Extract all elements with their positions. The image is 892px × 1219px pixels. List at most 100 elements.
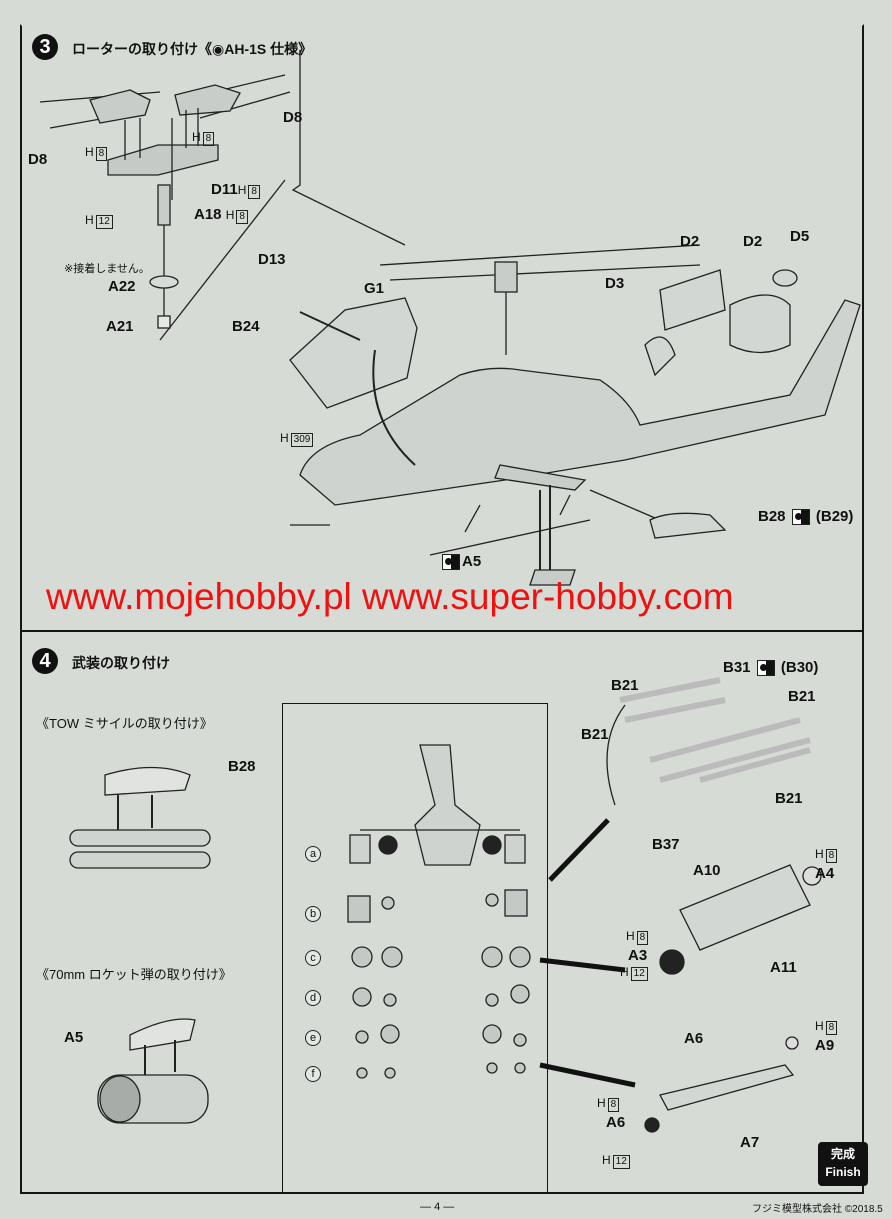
part-label: B21 [611, 677, 639, 694]
sprue-number: 12 [612, 1155, 630, 1169]
row-label-a: a [305, 846, 321, 862]
step4-tow-launcher [69, 766, 211, 869]
step-title: 武装の取り付け [72, 655, 170, 671]
part-label: D3 [605, 275, 625, 292]
sprue-letter: H [620, 965, 629, 979]
sprue-letter: H [225, 208, 235, 222]
sprue-letter: H [85, 213, 94, 227]
part-label: B21 [581, 726, 609, 743]
part-id-alt: (B29) [815, 508, 854, 525]
weapons-panel-helicopter [349, 744, 526, 866]
watermark-text: www.mojehobby.pl www.super-hobby.com [46, 576, 734, 617]
rotor-hub-parts [39, 74, 291, 329]
page-number: — 4 — [420, 1201, 455, 1213]
part-label: A10 [693, 862, 721, 879]
part-label: G1 [364, 280, 385, 297]
part-label: A3 [628, 947, 648, 964]
part-id: A5 [462, 553, 482, 570]
sprue-number: 8 [825, 1021, 838, 1035]
helicopter-body [289, 244, 861, 586]
part-label: D5 [790, 228, 810, 245]
part-id-alt: (B30) [780, 659, 819, 676]
part-id: A18 [194, 206, 222, 223]
step4-frame [20, 630, 864, 1194]
row-label-f: f [305, 1066, 321, 1082]
copyright: フジミ模型株式会社 ©2018.5 [752, 1204, 883, 1215]
weapons-panel [282, 703, 548, 1193]
part-id: B31 [723, 659, 751, 676]
sprue-number: 8 [202, 132, 215, 146]
part-label: A4 [815, 865, 835, 882]
rotor-inset-outline [159, 50, 406, 341]
sprue-letter: H [626, 929, 635, 943]
part-label: A5 [440, 553, 482, 571]
sprue-number: 12 [95, 215, 113, 229]
part-label: A5 [64, 1029, 84, 1046]
part-label: A21 [106, 318, 134, 335]
part-id: B28 [758, 508, 786, 525]
finish-badge: 完成 Finish [818, 1142, 868, 1186]
part-label: B21 [775, 790, 803, 807]
row-label-c: c [305, 950, 321, 966]
rocket-heading: 《70mm ロケット弾の取り付け》 [36, 967, 232, 982]
sprue-letter: H [237, 183, 247, 197]
part-label: B28 (B29) [758, 508, 854, 526]
page-number-value: 4 [434, 1201, 441, 1213]
paint-marking-icon [756, 660, 775, 677]
paint-marking-icon [442, 554, 460, 571]
part-label: A11 [770, 959, 797, 976]
part-label: B24 [232, 318, 260, 335]
part-label: A6 [684, 1030, 704, 1047]
sprue-number: 8 [636, 931, 649, 945]
part-label: D13 [258, 251, 286, 268]
sprue-letter: H [815, 847, 824, 861]
sprue-number: 8 [248, 185, 260, 199]
weapons-panel-rows [347, 889, 531, 1079]
sprue-letter: H [602, 1153, 611, 1167]
sprue-number: 8 [607, 1098, 620, 1112]
sprue-letter: H [192, 130, 201, 144]
part-label: A9 [815, 1037, 835, 1054]
paint-marking-icon [791, 509, 810, 526]
part-label: D2 [680, 233, 700, 250]
finish-jp: 完成 [830, 1147, 855, 1161]
part-label: B28 [228, 758, 256, 775]
part-label: B31 (B30) [723, 659, 819, 677]
step-title: ローターの取り付け《◉AH-1S 仕様》 [72, 41, 313, 57]
sprue-letter: H [815, 1019, 824, 1033]
row-label-e: e [305, 1030, 321, 1046]
part-label: B37 [652, 836, 680, 853]
double-arrows [539, 818, 636, 1088]
sprue-number: 8 [825, 849, 838, 863]
part-label: A22 [108, 278, 136, 295]
rocket-launchers-right [606, 677, 822, 1133]
step4-rocket-pod [97, 1018, 209, 1124]
sprue-letter: H [85, 145, 94, 159]
sprue-number: 8 [236, 210, 248, 224]
row-label-b: b [305, 906, 321, 922]
sprue-number: 12 [630, 967, 648, 981]
sprue-number: 309 [290, 433, 314, 447]
step-number: 4 [32, 648, 58, 674]
sprue-letter: H [597, 1096, 606, 1110]
part-label: A6 [606, 1114, 626, 1131]
part-label: D2 [743, 233, 763, 250]
part-label: D8 [28, 151, 48, 168]
note-text: ※接着しません。 [64, 263, 150, 275]
tow-heading: 《TOW ミサイルの取り付け》 [36, 716, 213, 731]
part-id: D11 [211, 181, 238, 198]
sprue-number: 8 [95, 147, 108, 161]
